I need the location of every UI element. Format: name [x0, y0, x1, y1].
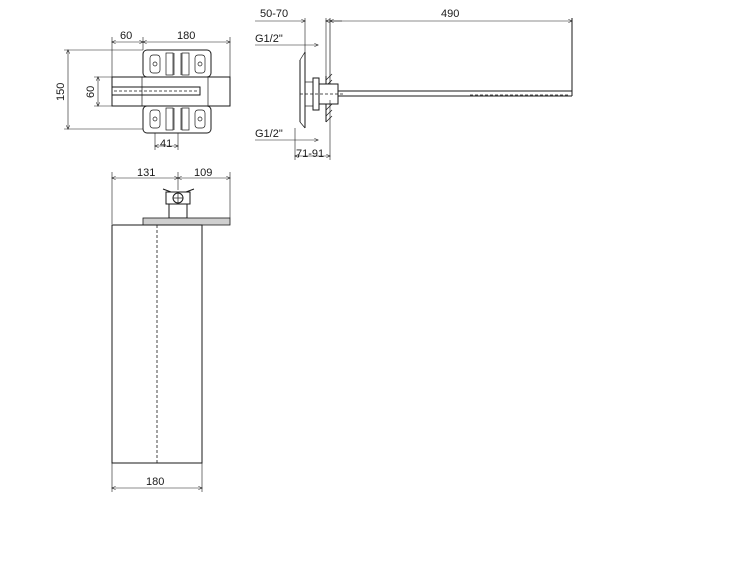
dim-arm-length-label: 490 [441, 8, 459, 20]
front-view: 60 180 150 60 41 [55, 30, 231, 150]
dim-plate-width-label: 180 [177, 30, 195, 42]
lower-mounting-bracket [142, 105, 212, 134]
shower-head-body [111, 224, 203, 464]
dim-wall-range-label: 50-70 [260, 8, 288, 20]
dim-offset-label: 41 [160, 138, 172, 150]
dim-right-label: 109 [194, 167, 212, 179]
dim-total-height-label: 150 [55, 83, 67, 101]
thread-top-label: G1/2" [255, 33, 283, 45]
upper-mounting-bracket [142, 49, 212, 78]
dim-left-label: 131 [137, 167, 155, 179]
cover-plate [142, 217, 231, 226]
arm-cover-plate [111, 76, 231, 107]
dim-width-label: 180 [146, 476, 164, 488]
dim-bottom-range-label: 71-91 [296, 148, 324, 160]
plan-view: 131 109 180 [111, 167, 231, 492]
dim-left-width-label: 60 [120, 30, 132, 42]
side-view: 50-70 490 G1/2" G1/2" 71-91 [255, 8, 573, 160]
thread-bottom-label: G1/2" [255, 128, 283, 140]
outlet-slot [111, 86, 201, 96]
dim-arm-height-label: 60 [85, 86, 97, 98]
